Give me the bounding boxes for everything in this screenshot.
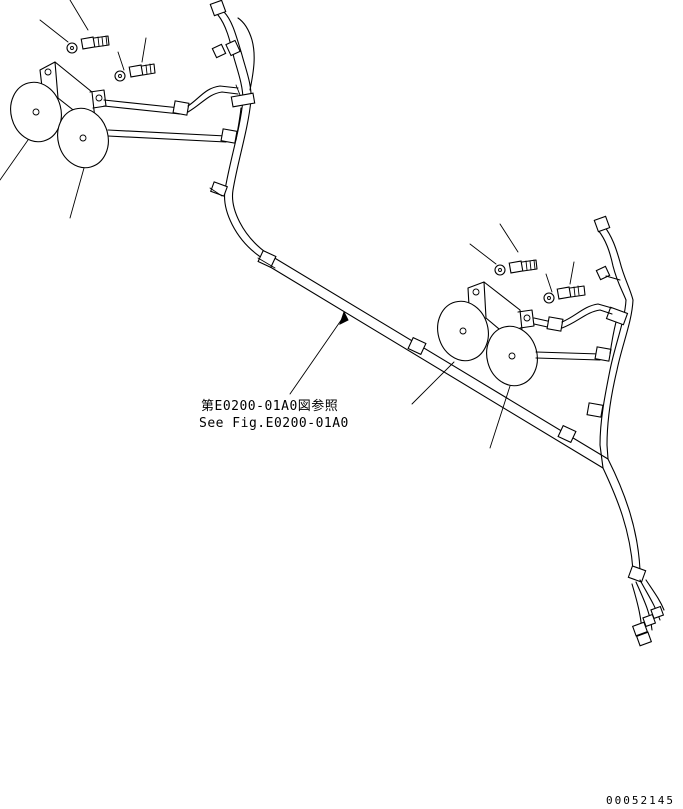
left-horn-group bbox=[0, 0, 241, 218]
drawing-code: 00052145 bbox=[606, 794, 675, 807]
bolt bbox=[129, 64, 155, 77]
washer bbox=[115, 71, 125, 81]
washer bbox=[544, 293, 554, 303]
bolt bbox=[81, 36, 109, 49]
horn bbox=[51, 103, 115, 174]
washer bbox=[67, 43, 77, 53]
lower-right-connectors bbox=[632, 580, 664, 646]
harness-clamp bbox=[628, 566, 645, 582]
main-wire-harness bbox=[225, 100, 640, 570]
horn bbox=[480, 321, 544, 392]
horn bbox=[431, 296, 495, 367]
upper-left-connectors bbox=[210, 0, 254, 107]
harness-clamp bbox=[587, 403, 603, 417]
figure-reference-japanese: 第E0200-01A0図参照 bbox=[201, 399, 339, 414]
horn bbox=[4, 77, 68, 148]
harness-clamp bbox=[558, 426, 576, 443]
washer bbox=[495, 265, 505, 275]
harness-clamp bbox=[408, 338, 426, 355]
harness-clamp bbox=[258, 251, 276, 268]
bolt bbox=[557, 286, 585, 299]
harness-clamp bbox=[210, 182, 227, 196]
bolt bbox=[509, 260, 537, 273]
reference-arrow bbox=[290, 312, 348, 394]
right-horn-group bbox=[412, 216, 633, 448]
figure-reference-english: See Fig.E0200-01A0 bbox=[199, 416, 349, 431]
